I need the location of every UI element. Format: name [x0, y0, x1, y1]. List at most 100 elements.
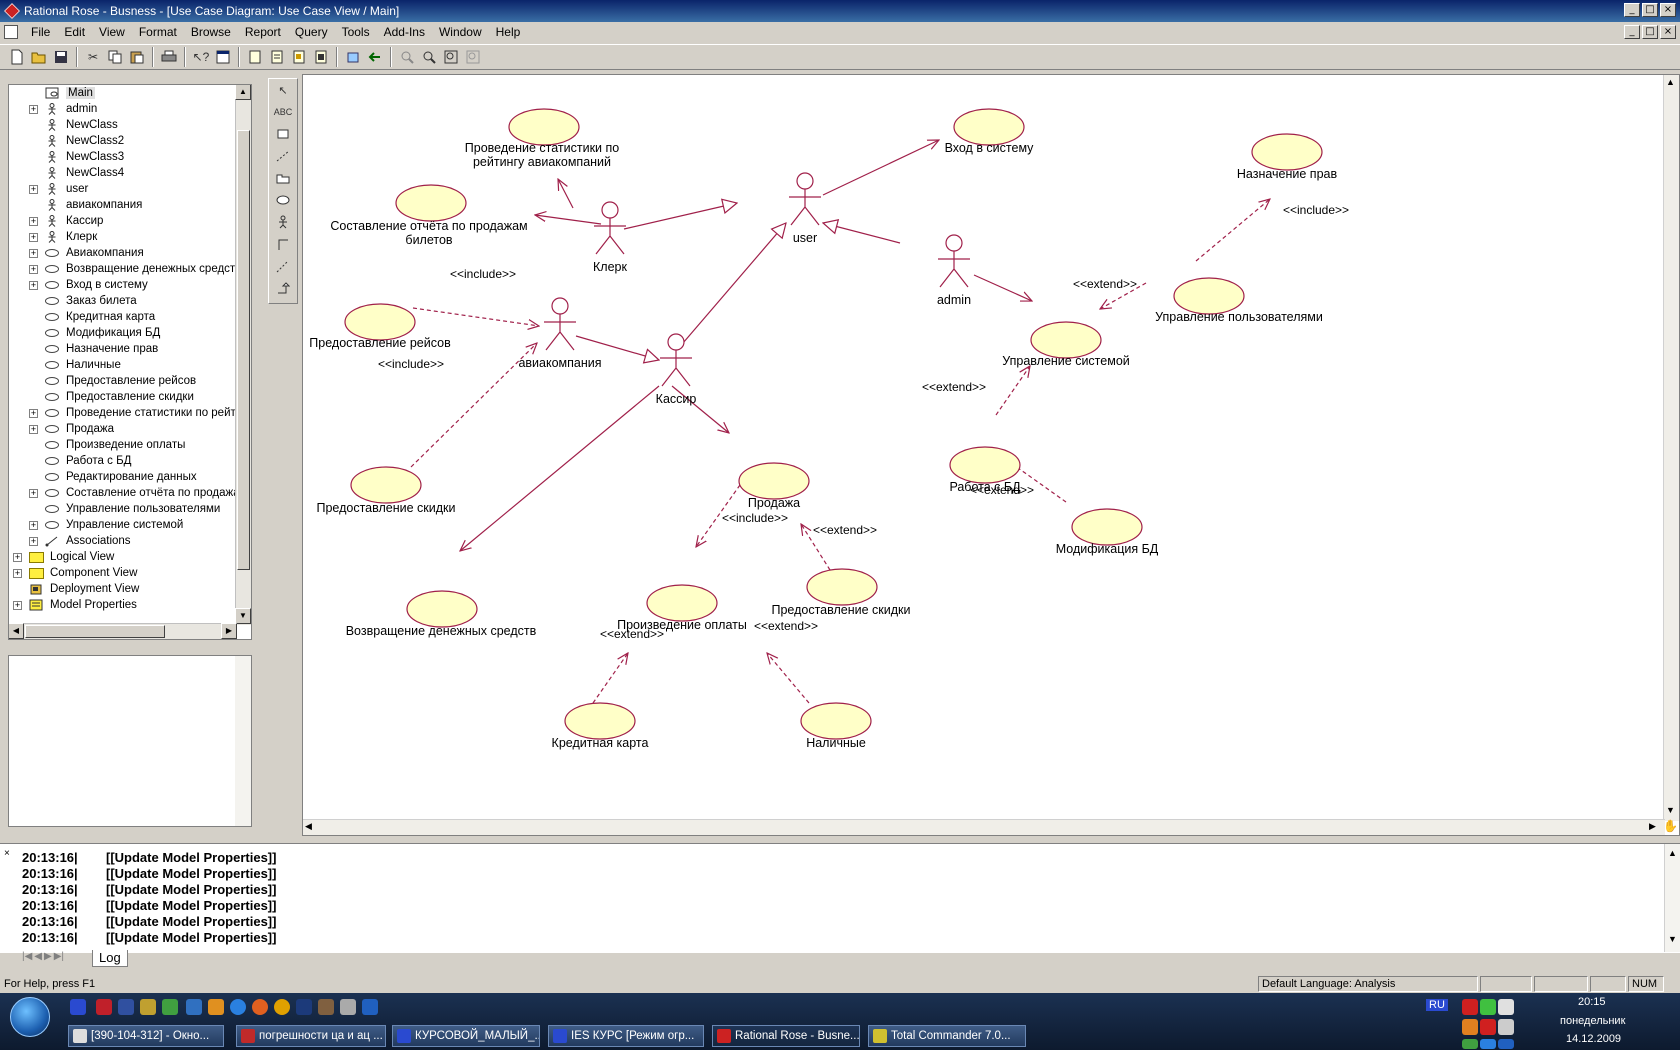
dependency-arrow[interactable] — [767, 653, 810, 704]
dependency-arrow[interactable] — [592, 653, 628, 704]
tree-item[interactable]: +Component View — [13, 565, 137, 581]
use-case-ellipse[interactable] — [646, 584, 718, 622]
extend-stereotype-label[interactable]: <<extend>> — [969, 483, 1035, 497]
new-icon[interactable] — [6, 46, 28, 68]
menu-edit[interactable]: Edit — [64, 25, 86, 39]
tree-item[interactable]: NewClass — [29, 117, 118, 133]
generalization-arrow[interactable] — [623, 203, 737, 230]
include-stereotype-label[interactable]: <<include>> — [377, 357, 445, 371]
expand-icon[interactable]: + — [29, 519, 38, 530]
zoom-out-icon[interactable] — [418, 46, 440, 68]
scroll-up-arrow-icon[interactable]: ▲ — [235, 85, 251, 100]
browser-scroll-thumb[interactable] — [237, 130, 250, 570]
association-arrow[interactable] — [973, 274, 1032, 301]
language-indicator[interactable]: RU — [1426, 999, 1448, 1011]
expand-icon[interactable]: + — [13, 599, 22, 610]
use-case-ellipse[interactable] — [350, 466, 422, 504]
context-help-icon[interactable]: ↖? — [192, 50, 210, 64]
use-case-label[interactable]: Предоставление скидки — [771, 603, 910, 617]
tree-item[interactable]: +user — [29, 181, 88, 197]
quicklaunch-firefox-icon[interactable] — [252, 999, 268, 1015]
expand-icon[interactable]: + — [29, 423, 38, 434]
menu-tools[interactable]: Tools — [341, 25, 370, 39]
extend-stereotype-label[interactable]: <<extend>> — [921, 380, 987, 394]
association-arrow[interactable] — [460, 385, 660, 551]
browse-previous-diagram-icon[interactable] — [364, 46, 386, 68]
dependency-arrow[interactable] — [1195, 199, 1270, 262]
tree-item[interactable]: +Клерк — [29, 229, 97, 245]
log-scroll-up-icon[interactable]: ▲ — [1668, 848, 1677, 858]
use-case-label[interactable]: Предоставление скидки — [316, 501, 455, 515]
quicklaunch-app-icon[interactable] — [340, 999, 356, 1015]
undo-fit-icon[interactable] — [462, 46, 484, 68]
actor-figure[interactable] — [938, 234, 970, 288]
association-arrow[interactable] — [558, 179, 574, 209]
expand-icon[interactable]: + — [29, 183, 38, 194]
expand-icon[interactable]: + — [29, 535, 38, 546]
expand-icon[interactable]: + — [13, 551, 22, 562]
tree-item[interactable]: Предоставление скидки — [29, 389, 194, 405]
use-case-ellipse[interactable] — [738, 462, 810, 500]
quicklaunch-app-icon[interactable] — [274, 999, 290, 1015]
use-case-label[interactable]: Продажа — [748, 496, 800, 510]
browser-vertical-scrollbar[interactable]: ▲ ▼ — [235, 85, 251, 625]
tray-app-icon[interactable] — [1498, 1039, 1514, 1049]
use-case-ellipse[interactable] — [1251, 133, 1323, 171]
dependency-tool-icon[interactable] — [269, 255, 297, 277]
use-case-label[interactable]: Вход в систему — [945, 141, 1034, 155]
use-case-tool-icon[interactable] — [269, 189, 297, 211]
paste-icon[interactable] — [126, 46, 148, 68]
expand-icon[interactable]: + — [13, 567, 22, 578]
log-close-icon[interactable]: × — [4, 848, 10, 859]
menu-query[interactable]: Query — [294, 25, 328, 39]
tree-item[interactable]: +Возвращение денежных средств — [29, 261, 241, 277]
use-case-label[interactable]: Управление системой — [1002, 354, 1130, 368]
use-case-label[interactable]: Возвращение денежных средств — [346, 624, 537, 638]
diagram-vertical-scrollbar[interactable]: ▲ ▼ — [1663, 75, 1679, 821]
actor-label[interactable]: Клерк — [593, 260, 627, 274]
actor-label[interactable]: Кассир — [655, 392, 697, 406]
save-icon[interactable] — [50, 46, 72, 68]
use-case-ellipse[interactable] — [949, 446, 1021, 484]
generalization-arrow[interactable] — [575, 335, 659, 360]
scroll-down-arrow-icon[interactable]: ▼ — [235, 608, 251, 624]
menu-format[interactable]: Format — [138, 25, 177, 39]
expand-icon[interactable]: + — [29, 487, 38, 498]
cut-icon[interactable]: ✂ — [87, 50, 99, 64]
tree-item[interactable]: Deployment View — [13, 581, 139, 597]
dependency-arrow[interactable] — [1100, 282, 1147, 309]
tree-item[interactable]: Назначение прав — [29, 341, 158, 357]
extend-stereotype-label[interactable]: <<extend>> — [812, 523, 878, 537]
actor-label[interactable]: admin — [936, 293, 972, 307]
quicklaunch-app-icon[interactable] — [318, 999, 334, 1015]
taskbar-button-total-commander[interactable]: Total Commander 7.0... — [868, 1025, 1026, 1047]
menu-view[interactable]: View — [99, 25, 125, 39]
generalization-arrow[interactable] — [823, 223, 901, 244]
documentation-pane[interactable] — [8, 655, 252, 827]
dependency-arrow[interactable] — [801, 524, 831, 571]
doc-scrollbar[interactable] — [235, 656, 251, 826]
generalization-arrow[interactable] — [676, 223, 786, 351]
browser-horizontal-scrollbar[interactable]: ◀ ▶ — [9, 623, 237, 639]
tree-item[interactable]: Заказ билета — [29, 293, 137, 309]
menu-report[interactable]: Report — [244, 25, 281, 39]
scroll-left-arrow-icon[interactable]: ◀ — [9, 623, 24, 639]
quicklaunch-app-icon[interactable] — [362, 999, 378, 1015]
use-case-ellipse[interactable] — [508, 108, 580, 146]
tree-item[interactable]: +Кассир — [29, 213, 103, 229]
rational-rose-app-icon[interactable] — [4, 3, 20, 19]
use-case-ellipse[interactable] — [406, 590, 478, 628]
quicklaunch-ie-icon[interactable] — [230, 999, 246, 1015]
prev-tab-icon[interactable]: ◀ — [34, 951, 42, 962]
use-case-ellipse[interactable] — [1173, 277, 1245, 315]
dependency-arrow[interactable] — [410, 343, 537, 468]
expand-icon[interactable]: + — [29, 215, 38, 226]
quicklaunch-media-icon[interactable] — [208, 999, 224, 1015]
unidirectional-association-tool-icon[interactable] — [269, 233, 297, 255]
use-case-ellipse[interactable] — [564, 702, 636, 740]
close-button[interactable]: × — [1660, 3, 1676, 17]
menu-file[interactable]: File — [31, 25, 51, 39]
scroll-right-arrow-icon[interactable]: ▶ — [221, 623, 237, 639]
expand-icon[interactable]: + — [29, 407, 38, 418]
